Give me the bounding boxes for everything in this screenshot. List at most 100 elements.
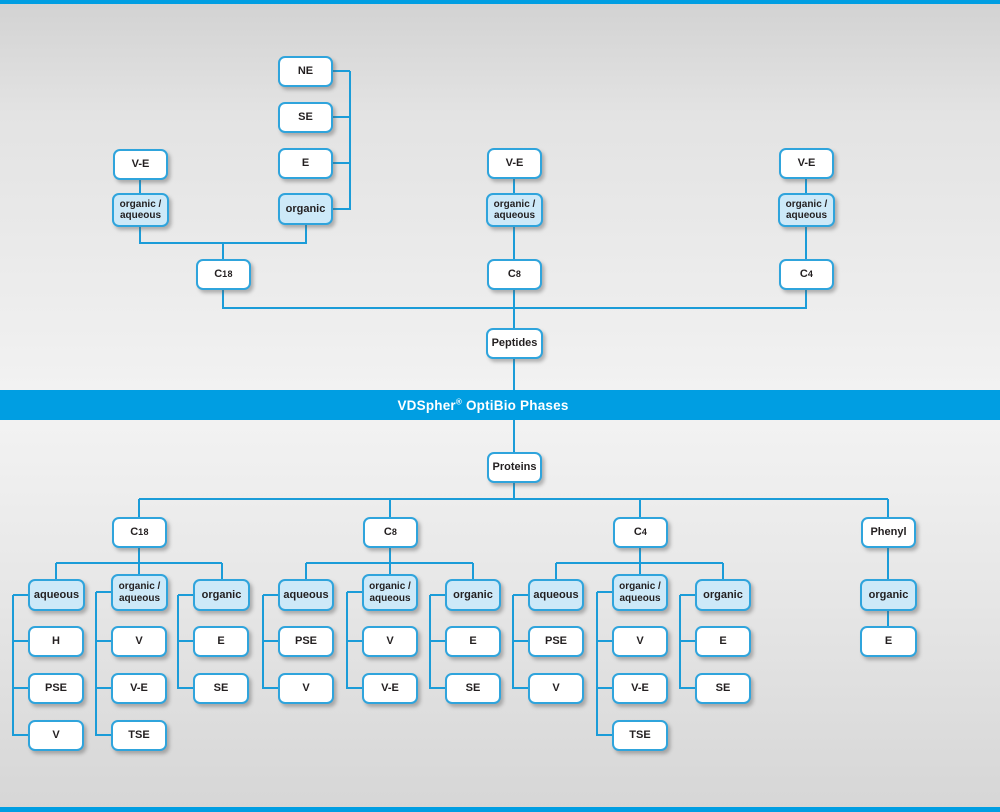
connector-line (138, 563, 140, 574)
connector-line (56, 562, 222, 564)
node-c18-aq-pse: PSE (28, 673, 84, 704)
node-c8-aqueous: aqueous (278, 579, 334, 611)
node-c8-oa-v: V (362, 626, 418, 657)
connector-line (140, 242, 306, 244)
node-c8-or-se: SE (445, 673, 501, 704)
node-c8-organic: organic (445, 579, 501, 611)
connector-line (333, 116, 350, 118)
connector-line (887, 499, 889, 517)
node-peptides: Peptides (486, 328, 543, 359)
connector-line (513, 359, 515, 390)
node-c18-or-e: E (193, 626, 249, 657)
connector-line (139, 227, 141, 244)
connector-line (513, 483, 515, 500)
connector-line (429, 595, 431, 689)
connector-line (139, 180, 141, 193)
node-c18-aq-v: V (28, 720, 84, 751)
connector-line (805, 179, 807, 193)
connector-line (513, 420, 515, 452)
connector-line (555, 563, 557, 579)
connector-line (722, 563, 724, 579)
node-c8-orgaq: organic / aqueous (362, 574, 418, 611)
connector-line (680, 640, 695, 642)
connector-line (597, 591, 612, 593)
connector-line (597, 640, 612, 642)
node-c8-oa-ve: V-E (362, 673, 418, 704)
connector-line (262, 595, 264, 689)
node-c4-or-se: SE (695, 673, 751, 704)
connector-line (221, 563, 223, 579)
connector-line (96, 640, 111, 642)
connector-line (347, 591, 362, 593)
connector-line (556, 562, 723, 564)
connector-line (333, 70, 350, 72)
connector-line (96, 687, 111, 689)
connector-line (13, 687, 28, 689)
connector-line (389, 548, 391, 564)
banner-title: VDSpher® OptiBio Phases (397, 397, 569, 413)
connector-line (178, 687, 193, 689)
connector-line (513, 594, 528, 596)
node-c4-oa-v: V (612, 626, 668, 657)
node-c8-aq-pse: PSE (278, 626, 334, 657)
connector-line (12, 595, 14, 736)
connector-line (306, 562, 473, 564)
connector-line (305, 225, 307, 244)
node-phenyl: Phenyl (861, 517, 916, 548)
node-top-orgaq-c18: organic / aqueous (112, 193, 169, 227)
node-c8-aq-v: V (278, 673, 334, 704)
connector-line (13, 734, 28, 736)
node-top-ve-c18: V-E (113, 149, 168, 180)
connector-line (222, 290, 224, 309)
connector-line (513, 687, 528, 689)
node-c4-or-e: E (695, 626, 751, 657)
node-c18-oa-ve: V-E (111, 673, 167, 704)
connector-line (389, 499, 391, 517)
connector-line (13, 594, 28, 596)
node-top-e: E (278, 148, 333, 179)
connector-line (680, 594, 695, 596)
connector-line (639, 548, 641, 564)
connector-line (138, 548, 140, 564)
node-top-ve-c4: V-E (779, 148, 834, 179)
node-proteins: Proteins (487, 452, 542, 483)
connector-line (138, 499, 140, 517)
connector-line (805, 227, 807, 259)
node-c4-aq-pse: PSE (528, 626, 584, 657)
connector-line (223, 307, 806, 309)
connector-line (55, 563, 57, 579)
connector-line (347, 640, 362, 642)
node-c4-organic: organic (695, 579, 751, 611)
node-c18-oa-tse: TSE (111, 720, 167, 751)
connector-line (512, 595, 514, 689)
node-c8-or-e: E (445, 626, 501, 657)
connector-line (347, 687, 362, 689)
connector-line (680, 687, 695, 689)
node-phenyl-organic: organic (860, 579, 917, 611)
connector-line (597, 734, 612, 736)
connector-line (805, 290, 807, 309)
node-top-orgaq-c4: organic / aqueous (778, 193, 835, 227)
node-c4-aqueous: aqueous (528, 579, 584, 611)
node-phenyl-or-e: E (860, 626, 917, 657)
node-top-ne: NE (278, 56, 333, 87)
connector-line (513, 179, 515, 193)
connector-line (95, 592, 97, 736)
node-top-ve-c8: V-E (487, 148, 542, 179)
connector-line (139, 498, 888, 500)
node-c4-oa-ve: V-E (612, 673, 668, 704)
node-c18-or-se: SE (193, 673, 249, 704)
node-c18-oa-v: V (111, 626, 167, 657)
connector-line (333, 208, 350, 210)
connector-line (679, 595, 681, 689)
connector-line (513, 640, 528, 642)
connector-line (389, 563, 391, 574)
connector-line (513, 227, 515, 259)
node-top-orgaq-c8: organic / aqueous (486, 193, 543, 227)
connector-line (222, 243, 224, 259)
connector-line (13, 640, 28, 642)
